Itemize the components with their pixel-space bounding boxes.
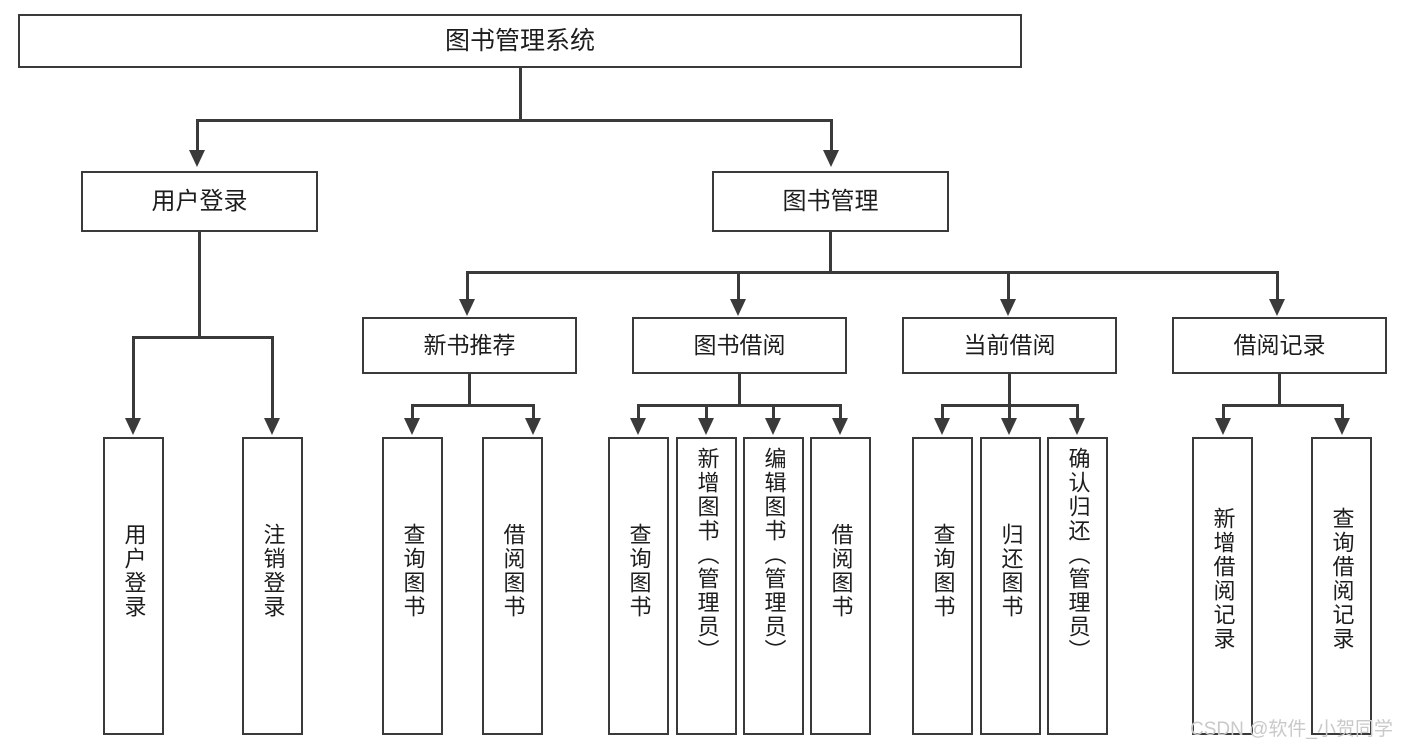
leaf-query-book-current[interactable]: 查询图书	[912, 437, 973, 735]
connector-current-child2	[1008, 404, 1011, 420]
arrowhead-user-login-child2	[264, 418, 280, 435]
node-label: 新书推荐	[423, 332, 516, 359]
node-root-system[interactable]: 图书管理系统	[18, 14, 1022, 68]
node-book-borrow[interactable]: 图书借阅	[632, 317, 847, 374]
node-current-borrow[interactable]: 当前借阅	[902, 317, 1117, 374]
connector-borrow-child4	[839, 404, 842, 420]
leaf-query-book-borrow[interactable]: 查询图书	[608, 437, 669, 735]
connector-book-mgmt-child1	[466, 271, 469, 301]
leaf-confirm-return-admin[interactable]: 确认归还（管理员）	[1047, 437, 1108, 735]
leaf-label: 借阅图书	[828, 523, 854, 619]
connector-user-login-child2	[271, 336, 274, 420]
leaf-edit-book-admin[interactable]: 编辑图书（管理员）	[743, 437, 804, 735]
connector-records-stem	[1278, 374, 1281, 406]
node-borrow-records[interactable]: 借阅记录	[1172, 317, 1387, 374]
leaf-label: 归还图书	[998, 523, 1024, 619]
connector-user-login-bar	[132, 336, 274, 339]
leaf-query-book-recommend[interactable]: 查询图书	[382, 437, 443, 735]
leaf-borrow-book[interactable]: 借阅图书	[810, 437, 871, 735]
connector-root-stem	[519, 68, 522, 121]
arrowhead-root-to-user-login	[189, 150, 205, 167]
arrowhead-recommend-child1	[404, 418, 420, 435]
connector-book-mgmt-child2	[737, 271, 740, 301]
leaf-add-borrow-record[interactable]: 新增借阅记录	[1192, 437, 1253, 735]
leaf-logout[interactable]: 注销登录	[242, 437, 303, 735]
leaf-label: 查询图书	[400, 523, 426, 619]
node-label: 借阅记录	[1233, 332, 1326, 359]
arrowhead-borrow-child1	[630, 418, 646, 435]
node-label: 用户登录	[151, 187, 248, 215]
connector-current-child3	[1076, 404, 1079, 420]
connector-user-login-child1	[132, 336, 135, 420]
node-label: 图书管理	[782, 187, 879, 215]
connector-root-to-user-login	[196, 119, 199, 152]
arrowhead-borrow-child3	[765, 418, 781, 435]
connector-book-mgmt-child3	[1007, 271, 1010, 301]
arrowhead-current-child2	[1001, 418, 1017, 435]
arrowhead-book-mgmt-child4	[1269, 299, 1285, 316]
leaf-label: 编辑图书（管理员）	[761, 447, 787, 663]
leaf-label: 新增图书（管理员）	[694, 447, 720, 663]
arrowhead-records-child2	[1334, 418, 1350, 435]
connector-borrow-child2	[705, 404, 708, 420]
arrowhead-current-child1	[934, 418, 950, 435]
leaf-add-book-admin[interactable]: 新增图书（管理员）	[676, 437, 737, 735]
connector-user-login-stem	[198, 232, 201, 338]
connector-records-child2	[1341, 404, 1344, 420]
leaf-label: 查询借阅记录	[1329, 507, 1355, 651]
connector-borrow-child1	[637, 404, 640, 420]
connector-recommend-stem	[468, 374, 471, 406]
arrowhead-borrow-child2	[698, 418, 714, 435]
connector-root-bar	[196, 119, 833, 122]
arrowhead-records-child1	[1215, 418, 1231, 435]
leaf-label: 注销登录	[260, 523, 286, 619]
connector-borrow-child3	[772, 404, 775, 420]
arrowhead-book-mgmt-child1	[459, 299, 475, 316]
leaf-label: 用户登录	[121, 523, 147, 619]
connector-current-stem	[1008, 374, 1011, 406]
csdn-watermark: CSDN @软件_小贺同学	[1190, 719, 1393, 740]
leaf-label: 查询图书	[626, 523, 652, 619]
node-book-management[interactable]: 图书管理	[712, 171, 949, 232]
connector-book-mgmt-stem	[829, 232, 832, 273]
connector-current-child1	[941, 404, 944, 420]
node-new-book-recommend[interactable]: 新书推荐	[362, 317, 577, 374]
node-label: 图书管理系统	[444, 26, 595, 55]
connector-book-mgmt-bar	[466, 271, 1279, 274]
arrowhead-recommend-child2	[525, 418, 541, 435]
arrowhead-borrow-child4	[832, 418, 848, 435]
connector-book-mgmt-child4	[1276, 271, 1279, 301]
leaf-borrow-book-recommend[interactable]: 借阅图书	[482, 437, 543, 735]
connector-records-child1	[1222, 404, 1225, 420]
node-label: 当前借阅	[963, 332, 1056, 359]
node-user-login[interactable]: 用户登录	[81, 171, 318, 232]
leaf-label: 确认归还（管理员）	[1065, 447, 1091, 663]
leaf-label: 查询图书	[930, 523, 956, 619]
arrowhead-book-mgmt-child2	[730, 299, 746, 316]
connector-recommend-child2	[532, 404, 535, 420]
connector-borrow-stem	[738, 374, 741, 406]
arrowhead-book-mgmt-child3	[1000, 299, 1016, 316]
leaf-label: 借阅图书	[500, 523, 526, 619]
node-label: 图书借阅	[693, 332, 786, 359]
leaf-return-book[interactable]: 归还图书	[980, 437, 1041, 735]
connector-records-bar	[1222, 404, 1344, 407]
leaf-label: 新增借阅记录	[1210, 507, 1236, 651]
connector-recommend-child1	[411, 404, 414, 420]
connector-root-to-book-mgmt	[830, 119, 833, 152]
arrowhead-current-child3	[1069, 418, 1085, 435]
connector-borrow-bar	[637, 404, 842, 407]
arrowhead-root-to-book-mgmt	[823, 150, 839, 167]
leaf-query-borrow-record[interactable]: 查询借阅记录	[1311, 437, 1372, 735]
arrowhead-user-login-child1	[125, 418, 141, 435]
leaf-user-login[interactable]: 用户登录	[103, 437, 164, 735]
connector-recommend-bar	[411, 404, 535, 407]
